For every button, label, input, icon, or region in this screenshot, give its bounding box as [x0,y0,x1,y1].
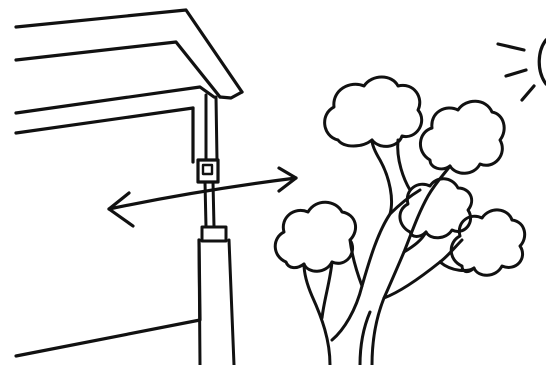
sketch-canvas [0,0,546,365]
